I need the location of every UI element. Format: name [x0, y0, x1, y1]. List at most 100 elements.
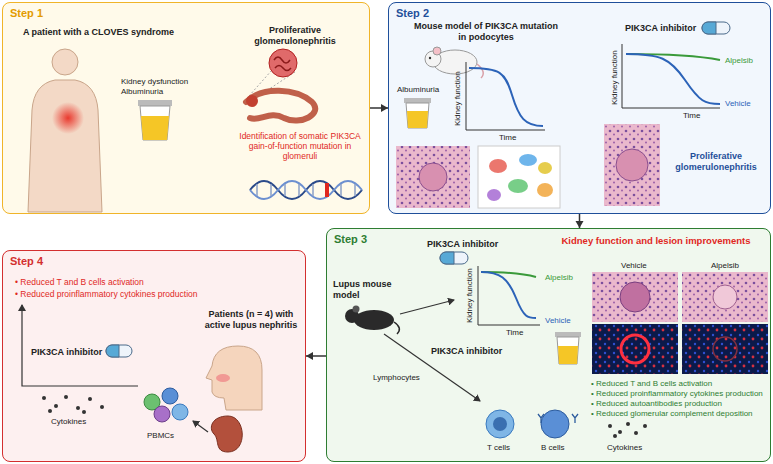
urine-cup [140, 106, 170, 140]
panel-text: Lupus mouse model [333, 279, 395, 301]
glomerulus [274, 57, 291, 71]
dna-strand [250, 181, 362, 199]
patient-head [206, 346, 262, 410]
urine-cup [555, 332, 581, 337]
kidney-function-chart [466, 62, 545, 130]
panel-text: Alpelsib [725, 56, 753, 66]
kidney-function-chart [481, 272, 536, 318]
cytokine-dots [64, 395, 68, 399]
pill-capsule [106, 345, 119, 357]
step-panel: Step 3 PIK3CA inhibitor Kidney function an… [326, 228, 771, 462]
mouse-white [429, 57, 431, 59]
glomerulus [246, 91, 315, 121]
panel-text: Alpelsib [545, 273, 573, 283]
urine-cup [138, 100, 172, 106]
pbmc-cells [162, 388, 178, 404]
step-heading: Step 2 [396, 7, 429, 20]
panel-text: Albuminuria [397, 85, 439, 95]
patient-figure [28, 49, 102, 212]
panel-text: • Reduced T and B cells activation [591, 379, 712, 389]
cytokine-dots [88, 397, 92, 401]
urine-cup [141, 116, 169, 140]
panel-text: Time [499, 133, 516, 143]
glomerulus [269, 49, 297, 77]
panel-text: Kidney function [453, 71, 463, 126]
panel-fill [326, 228, 771, 462]
cytokine-dots [613, 434, 617, 438]
cytokine-dots [643, 424, 647, 428]
pbmc-cells [144, 388, 188, 422]
histology-image [592, 272, 678, 322]
panel-text: Mouse model of PIK3CA mutation in podocy… [411, 21, 561, 43]
mouse-black [345, 306, 399, 335]
umap-plot [487, 189, 501, 201]
pbmc-cells [154, 406, 170, 422]
panel-text: Kidney function and lesion improvements [545, 235, 767, 246]
flow-arrow [22, 305, 138, 386]
flow-arrow [384, 334, 480, 401]
panel-text: Time [683, 111, 700, 121]
step-heading: Step 3 [334, 233, 367, 246]
panel-text: • Reduced T and B cells activation [15, 277, 144, 287]
histology-image [604, 124, 660, 206]
pbmc-cells [172, 404, 188, 420]
panel-text: PBMCs [147, 431, 174, 441]
histology-image [616, 149, 648, 181]
arrow-head [576, 221, 584, 228]
step-panel: Step 4 • Reduced T and B cells activation… [2, 250, 306, 462]
kidney-function-chart [626, 54, 720, 104]
histology-image [682, 272, 768, 322]
b-cell [538, 414, 578, 423]
glomerulus [246, 95, 258, 107]
panel-text: PIK3CA inhibitor [431, 346, 502, 357]
panel-text: • Reduced proinflammatory cytokines prod… [591, 389, 763, 399]
urine-cup [407, 111, 428, 128]
umap-plot [537, 183, 553, 197]
step-heading: Step 4 [10, 255, 43, 268]
panel-text: Proliferative glomerulonephritis [664, 151, 768, 173]
histology-image [396, 124, 660, 208]
pill-capsule [106, 345, 132, 357]
step-heading: Step 1 [10, 7, 43, 20]
kidney-function-chart [469, 68, 543, 126]
pill-capsule [702, 22, 730, 34]
umap-plot [538, 162, 552, 174]
cytokine-dots [618, 430, 622, 434]
panel-text: B cells [541, 443, 565, 453]
urine-cup [557, 337, 579, 364]
cytokine-dots [608, 424, 612, 428]
panel-text: Patients (n = 4) with active lupus nephr… [199, 309, 303, 331]
histology-image [713, 285, 737, 309]
panel-text: Kidney function [465, 268, 475, 323]
panel-text: Kidney function [610, 50, 620, 105]
t-cell [486, 410, 514, 438]
panel-text: Vehicle [545, 316, 571, 326]
panel-text: Lymphocytes [373, 373, 420, 383]
patient-head [206, 346, 262, 452]
panel-text: Cytokines [51, 417, 86, 427]
panel-text: PIK3CA inhibitor [625, 23, 696, 34]
arrow-head [381, 104, 388, 112]
cytokine-dots [100, 405, 104, 409]
cytokine-dots [626, 422, 630, 426]
mouse-black [353, 306, 360, 313]
b-cell [541, 410, 569, 438]
glomerulus [246, 49, 315, 121]
patient-figure [28, 80, 102, 212]
t-cell [486, 410, 514, 438]
mouse-black [394, 322, 399, 334]
kidney-function-chart [478, 266, 540, 325]
flow-arrow [193, 421, 208, 432]
arrow-head [306, 352, 313, 360]
urine-cup [404, 98, 431, 128]
panel-text: Proliferative glomerulonephritis [235, 25, 355, 47]
fluorescence-image [592, 324, 768, 374]
umap-plot [489, 159, 507, 173]
pill-capsule [106, 345, 132, 357]
cytokine-dots [634, 431, 638, 435]
cytokine-dots [42, 396, 46, 400]
pill-capsule [702, 22, 730, 34]
urine-cup [558, 346, 578, 364]
panel-fill [388, 2, 771, 214]
